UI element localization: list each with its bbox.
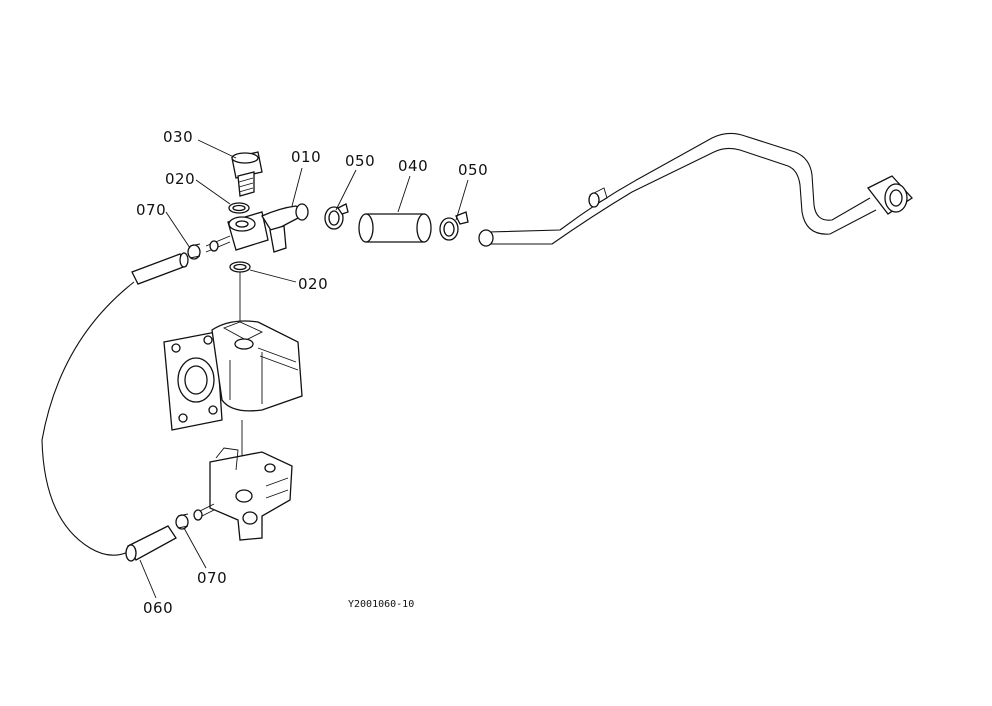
leader-070-top (165, 211, 191, 249)
hose-clamp-050-left (324, 203, 349, 230)
return-line-060 (41, 281, 135, 556)
callout-010: 010 (291, 148, 321, 166)
leader-040 (397, 175, 411, 213)
callout-050-right: 050 (458, 161, 488, 179)
leader-020-top (195, 179, 231, 205)
leader-050-right (455, 179, 469, 221)
drawing-code: Y2001060-10 (348, 599, 414, 610)
callout-030: 030 (163, 128, 193, 146)
callout-060: 060 (143, 599, 173, 617)
callout-050-left: 050 (345, 152, 375, 170)
fuel-pipe (478, 132, 913, 247)
leader-030 (197, 139, 237, 159)
leader-050-left (335, 169, 357, 211)
callout-070-top: 070 (136, 201, 166, 219)
leader-010 (291, 167, 303, 207)
pump-body (163, 320, 303, 431)
pump-lower-fitting (193, 447, 293, 541)
return-hose-lower-end (125, 525, 177, 562)
callout-070-bottom: 070 (197, 569, 227, 587)
callout-040: 040 (398, 157, 428, 175)
hose-clamp-050-right (439, 211, 469, 241)
leader-020-bottom (249, 269, 297, 283)
leader-060 (139, 559, 157, 599)
return-hose-upper-end (131, 252, 189, 285)
leader-070-bottom (183, 527, 207, 569)
hose-040 (358, 213, 432, 243)
callout-020-top: 020 (165, 170, 195, 188)
banjo-fitting-010 (205, 203, 309, 253)
banjo-bolt-030 (231, 151, 263, 197)
clip-070-bottom (175, 513, 189, 530)
clip-070-top (187, 243, 201, 260)
callout-020-bottom: 020 (298, 275, 328, 293)
